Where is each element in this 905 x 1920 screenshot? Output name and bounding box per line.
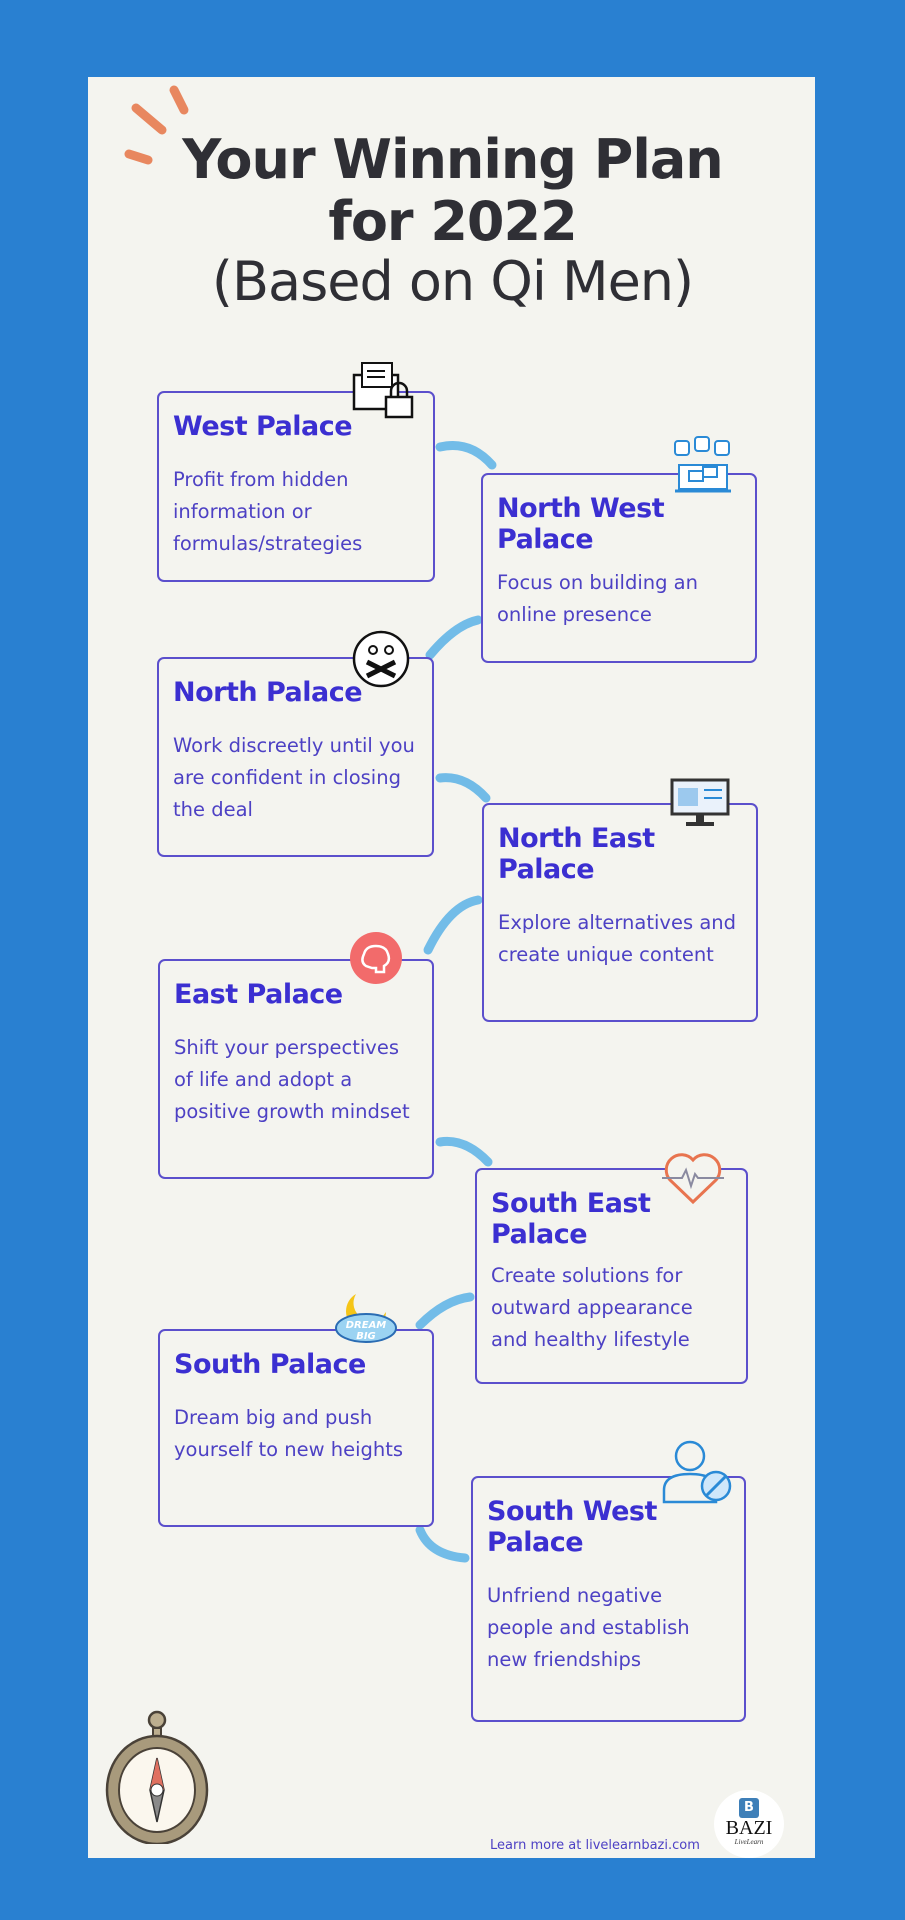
palace-text: Dream big and push yourself to new heigh…	[174, 1406, 404, 1461]
palace-title: West Palace	[173, 411, 353, 442]
sparkle-rays-icon	[124, 85, 189, 165]
palace-title: South West Palace	[487, 1496, 657, 1558]
palace-card-west: West Palace Profit from hidden informati…	[157, 391, 435, 582]
title-line-2: for 2022	[328, 190, 577, 253]
social-media-icon	[674, 436, 731, 493]
logo-b-badge: B	[739, 1798, 759, 1818]
title-line-1: Your Winning Plan	[182, 128, 723, 191]
palace-text: Create solutions for outward appearance …	[491, 1264, 693, 1351]
infographic-card	[88, 77, 815, 1858]
palace-title: South Palace	[174, 1349, 366, 1380]
learn-more-link[interactable]: Learn more at livelearnbazi.com	[490, 1838, 700, 1853]
user-block-icon	[662, 1440, 732, 1504]
logo-subtext: LiveLearn	[734, 1838, 764, 1846]
bazi-logo: B BAZI LiveLearn	[714, 1790, 784, 1858]
palace-title: North West Palace	[497, 493, 665, 555]
dream-big-label: DREAM BIG	[345, 1320, 387, 1342]
heartbeat-icon	[662, 1153, 724, 1205]
compass-icon	[105, 1710, 209, 1844]
palace-text: Explore alternatives and create unique c…	[498, 911, 737, 966]
palace-text: Focus on building an online presence	[497, 571, 698, 626]
dream-big-icon: DREAM BIG	[334, 1290, 398, 1346]
brain-icon	[350, 932, 402, 984]
palace-card-south-west: South West Palace Unfriend negative peop…	[471, 1476, 746, 1722]
palace-text: Unfriend negative people and establish n…	[487, 1584, 690, 1671]
palace-card-east: East Palace Shift your perspectives of l…	[158, 959, 434, 1179]
palace-title: North East Palace	[498, 823, 655, 885]
palace-title: East Palace	[174, 979, 343, 1010]
palace-card-south: South Palace Dream big and push yourself…	[158, 1329, 434, 1527]
palace-text: Profit from hidden information or formul…	[173, 468, 363, 555]
monitor-icon	[670, 778, 730, 826]
logo-text: BAZI	[725, 1817, 773, 1839]
palace-title: South East Palace	[491, 1188, 651, 1250]
folder-lock-icon	[352, 362, 414, 419]
silenced-face-icon	[352, 630, 410, 688]
palace-card-north-west: North West Palace Focus on building an o…	[481, 473, 757, 663]
palace-text: Shift your perspectives of life and adop…	[174, 1036, 410, 1123]
palace-card-south-east: South East Palace Create solutions for o…	[475, 1168, 748, 1384]
palace-text: Work discreetly until you are confident …	[173, 734, 415, 821]
palace-card-north: North Palace Work discreetly until you a…	[157, 657, 434, 857]
palace-card-north-east: North East Palace Explore alternatives a…	[482, 803, 758, 1022]
palace-title: North Palace	[173, 677, 363, 708]
subtitle: (Based on Qi Men)	[211, 250, 694, 313]
